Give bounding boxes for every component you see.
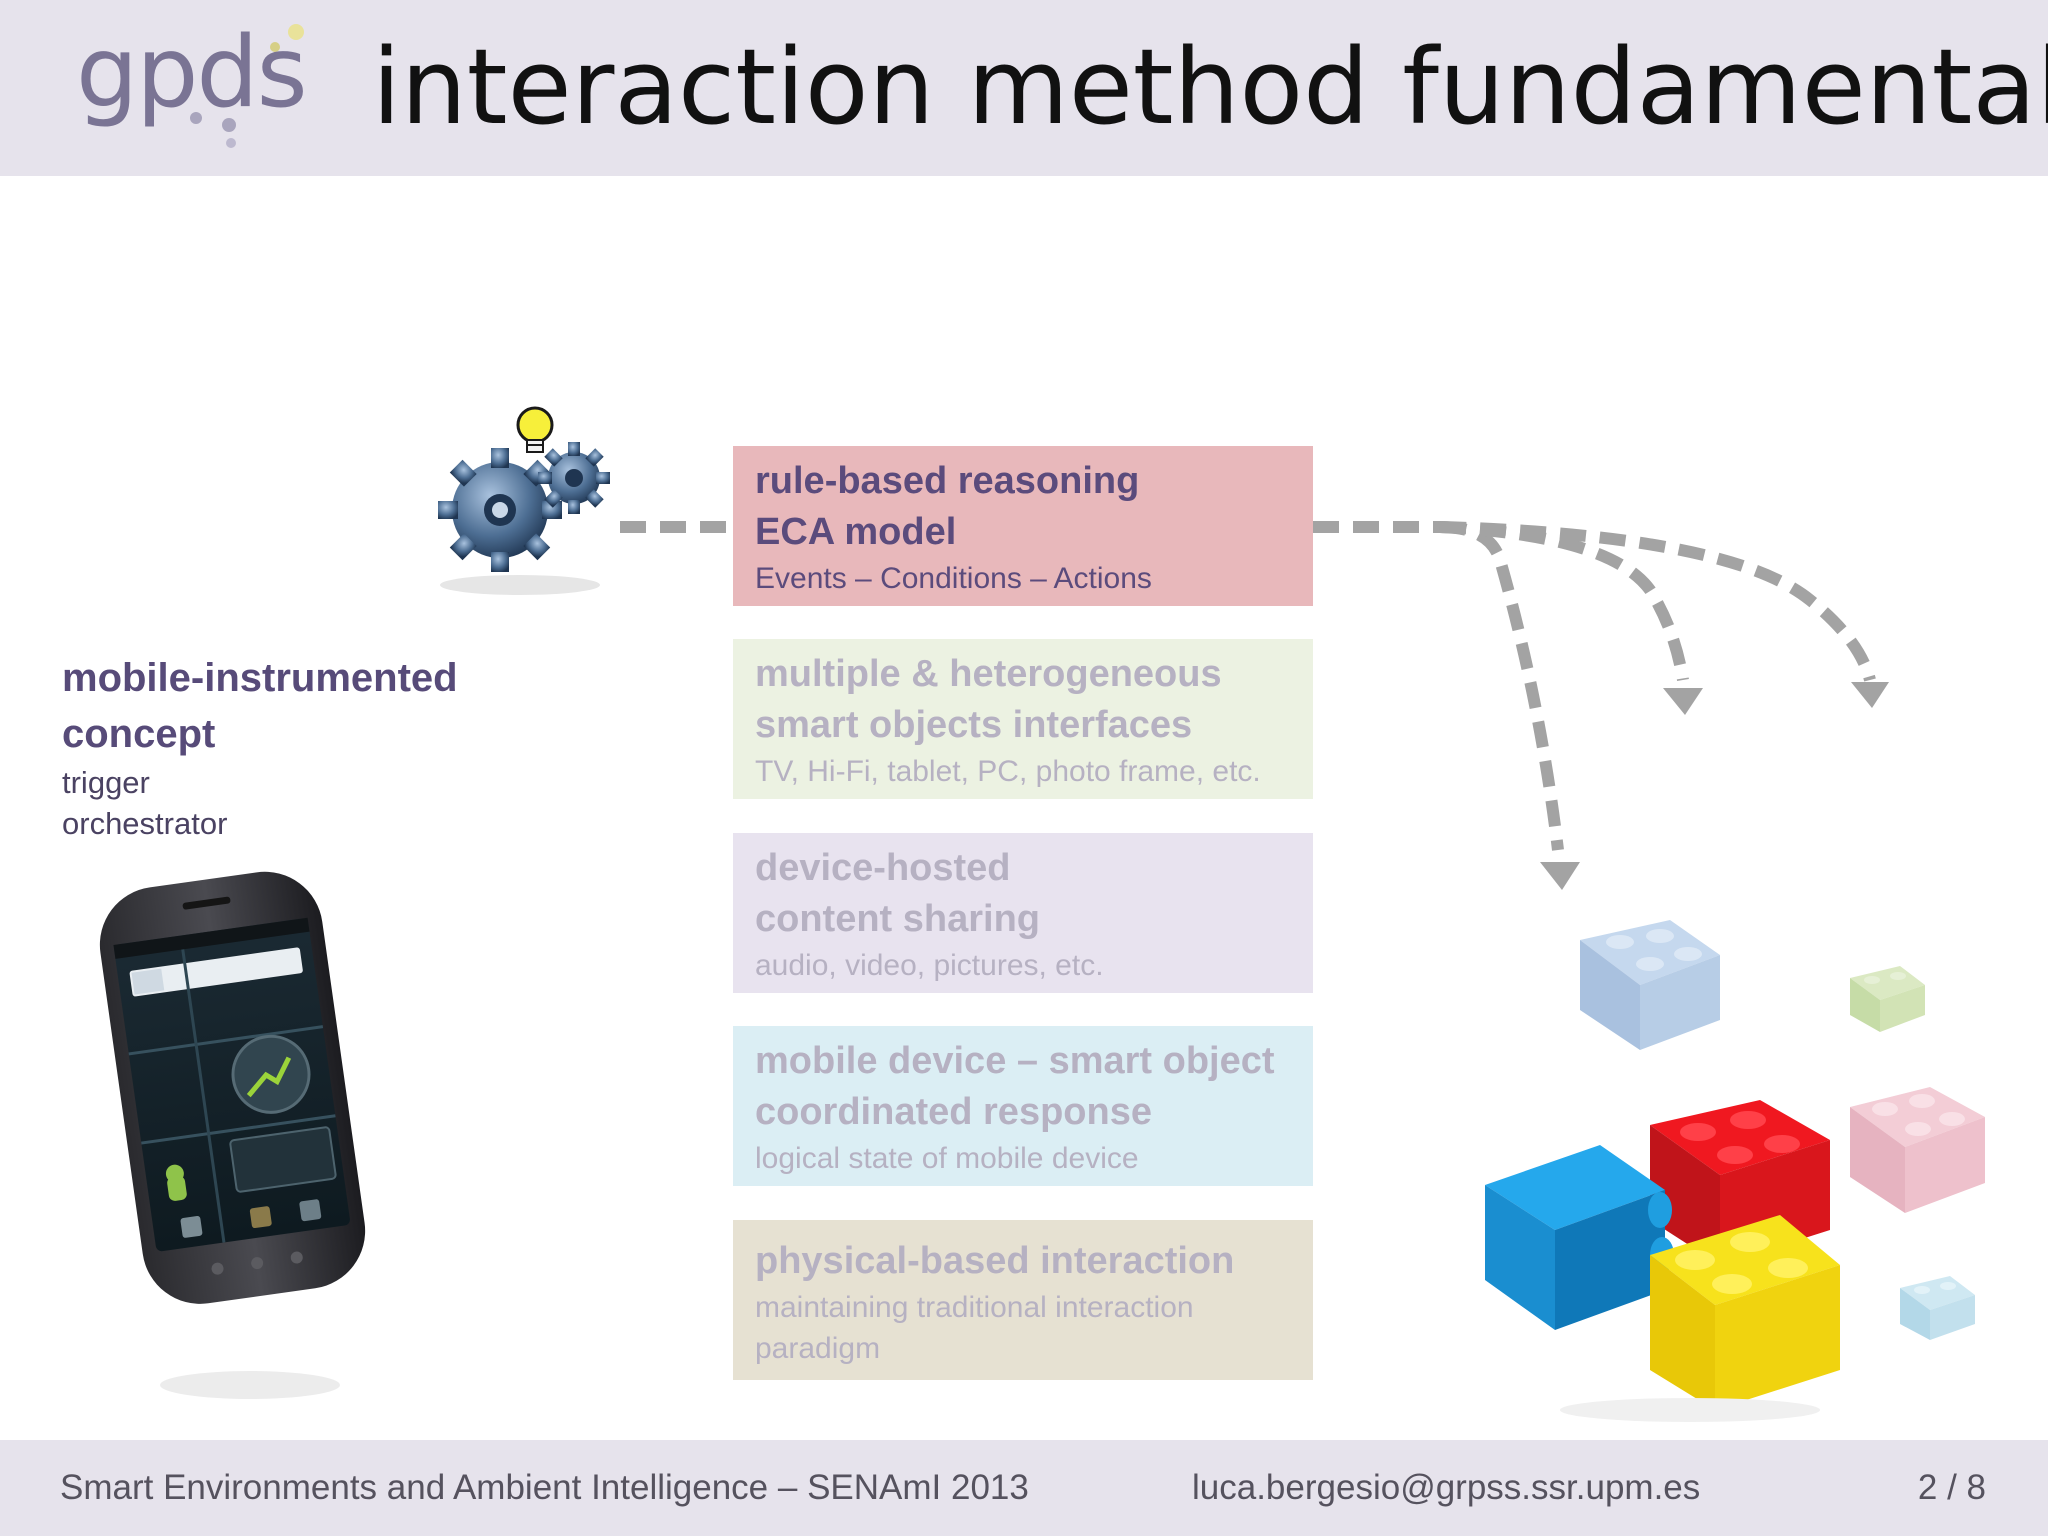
box-rule-based-reasoning: rule-based reasoning ECA model Events – … [733, 446, 1313, 606]
box-smart-objects-interfaces: multiple & heterogeneous smart objects i… [733, 639, 1313, 799]
slide-header: gpds interaction method fundamentals [0, 0, 2048, 176]
box-content-sharing: device-hosted content sharing audio, vid… [733, 833, 1313, 993]
arrowheads [1540, 682, 1889, 890]
box-subtitle-line2: paradigm [755, 1332, 881, 1365]
box-title-line2: ECA model [755, 511, 957, 553]
box-title-line2: smart objects interfaces [755, 704, 1193, 746]
footer-event: Smart Environments and Ambient Intellige… [60, 1468, 1029, 1507]
box-title-line1: rule-based reasoning [755, 460, 1140, 502]
box-title-line1: physical-based interaction [755, 1240, 1235, 1282]
box-title-line1: mobile device – smart object [755, 1040, 1275, 1082]
slide-title: interaction method fundamentals [372, 26, 2048, 148]
slide-footer: Smart Environments and Ambient Intellige… [0, 1440, 2048, 1536]
gears-with-lightbulb-icon [438, 406, 610, 595]
footer-email: luca.bergesio@grpss.ssr.upm.es [1192, 1468, 1701, 1507]
concept-heading-line2: concept [62, 712, 216, 756]
gpds-logo: gpds [72, 20, 312, 150]
box-title-line2: content sharing [755, 898, 1041, 940]
box-subtitle: Events – Conditions – Actions [755, 562, 1152, 595]
box-subtitle: TV, Hi-Fi, tablet, PC, photo frame, etc. [755, 755, 1261, 788]
box-title-line2: coordinated response [755, 1091, 1152, 1133]
toy-building-blocks-image [1485, 920, 1985, 1422]
box-subtitle: logical state of mobile device [755, 1142, 1139, 1175]
connector-arrows [1313, 521, 1876, 851]
page-number: 2 / 8 [1917, 1468, 1986, 1507]
box-subtitle: audio, video, pictures, etc. [755, 949, 1104, 982]
box-coordinated-response: mobile device – smart object coordinated… [733, 1026, 1313, 1186]
logo-text: gpds [76, 16, 308, 130]
concept-sub-line2: orchestrator [62, 806, 228, 841]
box-physical-interaction: physical-based interaction maintaining t… [733, 1220, 1313, 1380]
concept-description: mobile-instrumented concept trigger orch… [62, 650, 458, 844]
box-title-line1: multiple & heterogeneous [755, 653, 1222, 695]
concept-sub-line1: trigger [62, 765, 150, 800]
box-title-line1: device-hosted [755, 847, 1011, 889]
concept-heading-line1: mobile-instrumented [62, 656, 458, 700]
box-subtitle-line1: maintaining traditional interaction [755, 1291, 1194, 1324]
smartphone-image [99, 871, 366, 1399]
